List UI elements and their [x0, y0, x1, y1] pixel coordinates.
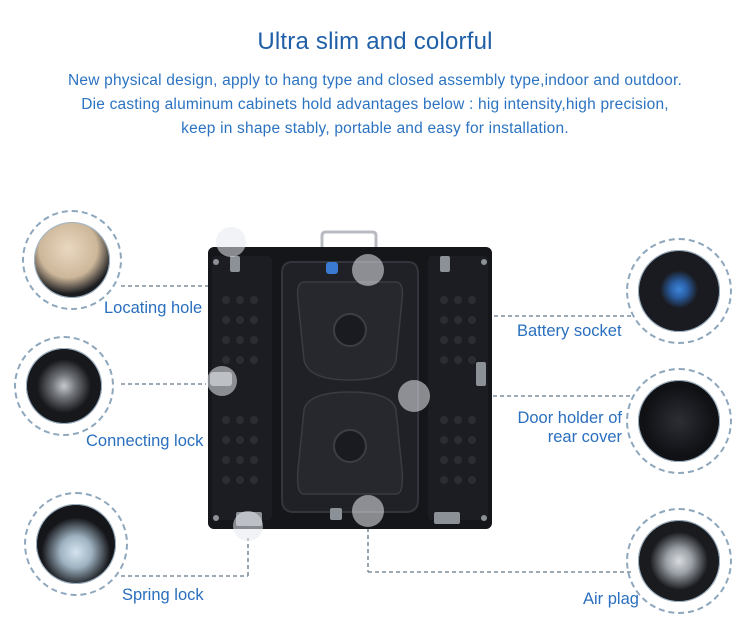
description-line-1: New physical design, apply to hang type … [68, 72, 682, 89]
spring-lock-photo-icon [36, 504, 116, 584]
door-holder-photo-icon [638, 380, 720, 462]
label-locating-hole: Locating hole [104, 299, 203, 317]
label-battery-socket: Battery socket [517, 322, 622, 340]
battery-socket-photo-icon [638, 250, 720, 332]
locating-hole-ring [22, 210, 122, 310]
page-title: Ultra slim and colorful [257, 28, 493, 55]
air-plag-ring [626, 508, 732, 614]
label-connecting-lock: Connecting lock [86, 432, 204, 450]
spring-lock-ring [24, 492, 128, 596]
connecting-lock-ring [14, 336, 114, 436]
door-holder-ring [626, 368, 732, 474]
label-air-plag: Air plag [583, 590, 639, 608]
description-line-2: Die casting aluminum cabinets hold advan… [81, 96, 669, 113]
label-door-holder-line2: rear cover [547, 428, 622, 446]
air-plug-photo-icon [638, 520, 720, 602]
label-spring-lock: Spring lock [122, 586, 204, 604]
battery-socket-ring [626, 238, 732, 344]
connecting-lock-photo-icon [26, 348, 102, 424]
locating-hole-photo-icon [34, 222, 110, 298]
label-door-holder-line1: Door holder of [517, 409, 622, 427]
description-line-3: keep in shape stably, portable and easy … [181, 120, 569, 137]
led-cabinet-back-icon [207, 227, 492, 541]
